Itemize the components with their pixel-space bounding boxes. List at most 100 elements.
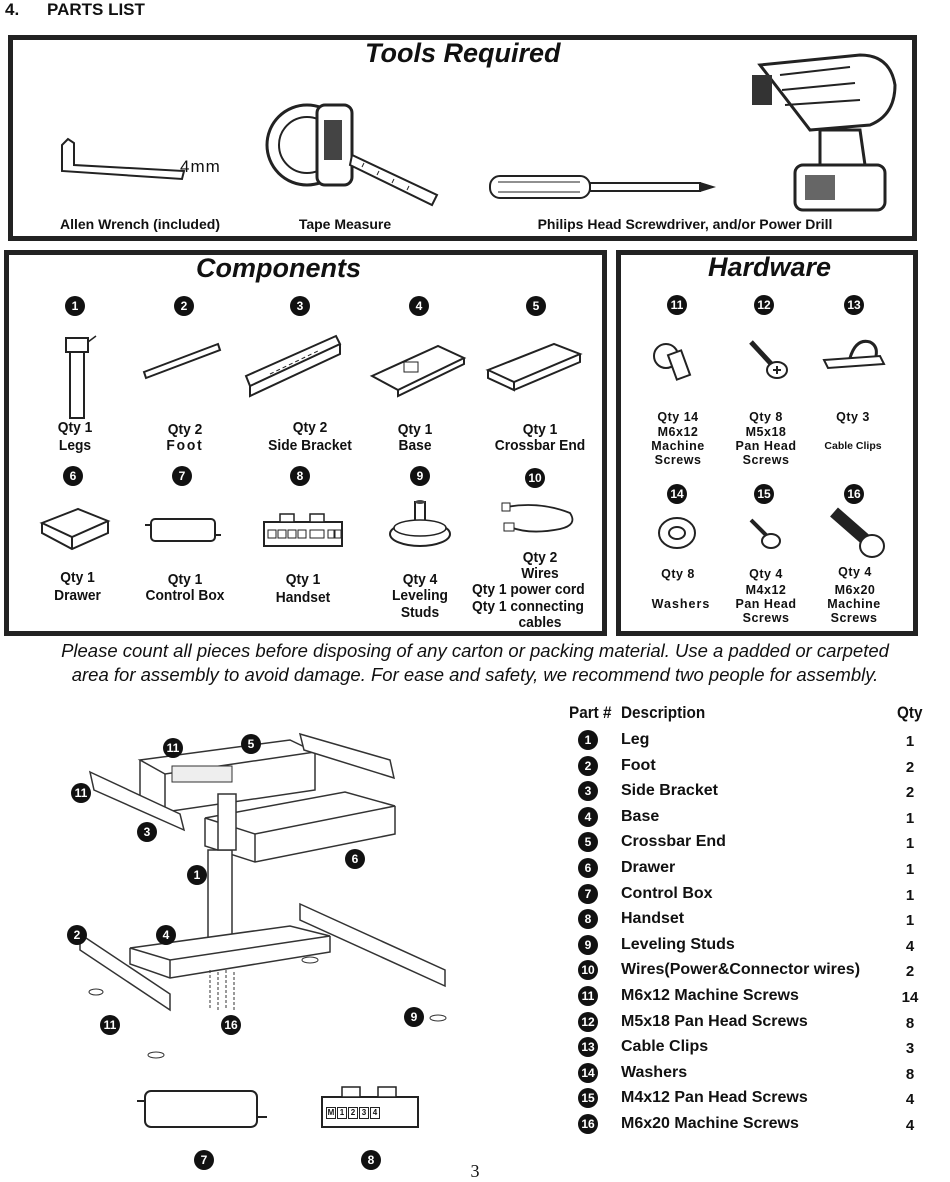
table-row-number: 11 xyxy=(578,986,598,1006)
table-row-number: 8 xyxy=(578,909,598,930)
hardware-qty-11: Qty 14 xyxy=(657,410,699,424)
tool-label-screwdriver: Philips Head Screwdriver, and/or Power D… xyxy=(537,216,833,232)
diagram-callout-16: 16 xyxy=(221,1015,241,1035)
table-row-description: Handset xyxy=(621,910,685,928)
hardware-qty-16: Qty 4 xyxy=(838,565,872,579)
diagram-callout-11c: 11 xyxy=(100,1015,120,1035)
diagram-callout-11b: 11 xyxy=(71,783,91,803)
component-qty-8: Qty 1 xyxy=(285,571,321,588)
table-row-number: 14 xyxy=(578,1062,598,1083)
table-row-qty: 1 xyxy=(905,809,915,827)
diagram-callout-3: 3 xyxy=(137,822,157,842)
table-row-description: Side Bracket xyxy=(621,782,718,800)
packing-notice: Please count all pieces before disposing… xyxy=(0,639,950,687)
notice-line-2: area for assembly to avoid damage. For e… xyxy=(71,664,879,685)
tool-label-tape: Tape Measure xyxy=(298,216,392,232)
hardware-name-14: Washers xyxy=(651,597,711,611)
tool-label-allen: Allen Wrench (included) xyxy=(60,216,220,232)
table-header-description: Description xyxy=(621,703,706,722)
component-name-4: Base xyxy=(398,437,432,454)
table-row-qty: 8 xyxy=(905,1014,915,1032)
handset-button-1: 1 xyxy=(337,1107,347,1119)
table-row-number: 13 xyxy=(578,1037,598,1058)
assembly-diagram xyxy=(79,732,447,1059)
hardware-number-15: 15 xyxy=(754,484,774,504)
table-row-description: Washers xyxy=(621,1063,688,1081)
table-row-number: 5 xyxy=(578,832,598,853)
component-qty-10: Qty 2 xyxy=(522,549,558,566)
machine-screw-m6x12-icon xyxy=(653,343,692,381)
component-number-8: 8 xyxy=(290,466,310,486)
leveling-stud-icon xyxy=(389,500,451,547)
table-row-qty: 4 xyxy=(905,937,915,955)
table-row-description: M5x18 Pan Head Screws xyxy=(621,1012,808,1030)
component-qty-1: Qty 1 xyxy=(57,419,93,436)
component-number-3: 3 xyxy=(290,296,310,316)
side-bracket-icon xyxy=(244,334,342,398)
table-row-qty: 8 xyxy=(905,1065,915,1083)
hardware-name-15: Pan Head Screws xyxy=(735,597,797,625)
hardware-qty-13: Qty 3 xyxy=(836,410,870,424)
table-row-qty: 4 xyxy=(905,1091,915,1109)
machine-screw-m6x20-icon xyxy=(830,507,885,558)
table-row-number: 7 xyxy=(578,883,598,904)
component-number-4: 4 xyxy=(409,296,429,316)
table-row-description: M4x12 Pan Head Screws xyxy=(621,1089,808,1107)
table-row-qty: 4 xyxy=(905,1117,915,1134)
diagram-callout-6: 6 xyxy=(345,849,365,869)
crossbar-end-icon xyxy=(485,342,583,392)
power-drill-icon xyxy=(752,53,897,212)
component-qty-9: Qty 4 xyxy=(402,571,438,588)
hardware-number-14: 14 xyxy=(667,484,687,504)
component-number-2: 2 xyxy=(174,296,194,316)
notice-line-1: Please count all pieces before disposing… xyxy=(61,640,889,661)
table-row-qty: 1 xyxy=(905,733,915,750)
handset-diagram: M 1 2 3 4 xyxy=(320,1085,420,1129)
table-row-description: Drawer xyxy=(621,859,676,876)
component-qty-2: Qty 2 xyxy=(167,421,203,438)
table-row-number: 12 xyxy=(578,1011,598,1032)
wires-power-cord: Qty 1 power cord xyxy=(472,581,585,598)
table-row-qty: 2 xyxy=(905,784,915,802)
table-row-number: 3 xyxy=(578,781,598,802)
component-number-9: 9 xyxy=(410,466,430,486)
diagram-callout-2: 2 xyxy=(67,925,87,945)
component-number-1: 1 xyxy=(65,296,85,316)
component-name-10: Wires xyxy=(521,565,559,582)
table-row-qty: 14 xyxy=(901,989,919,1006)
table-row-qty: 1 xyxy=(905,861,915,878)
hardware-name-12: Pan Head Screws xyxy=(735,439,797,467)
table-row-qty: 1 xyxy=(905,912,915,930)
table-row-description: Control Box xyxy=(621,884,713,902)
hardware-name-16: Machine Screws xyxy=(827,597,881,625)
hardware-number-12: 12 xyxy=(754,295,774,315)
table-row-number: 15 xyxy=(578,1088,598,1109)
component-name-8: Handset xyxy=(275,589,331,606)
component-name-5: Crossbar End xyxy=(494,437,586,454)
components-box xyxy=(4,250,607,636)
table-row-qty: 1 xyxy=(905,886,915,904)
diagram-callout-9: 9 xyxy=(404,1007,424,1027)
component-name-7: Control Box xyxy=(145,587,225,604)
table-row-description: M6x20 Machine Screws xyxy=(621,1115,799,1132)
hardware-name-11: Machine Screws xyxy=(651,439,705,467)
control-box-icon xyxy=(145,518,221,542)
component-name-1: Legs xyxy=(58,437,92,454)
hardware-size-15: M4x12 xyxy=(745,583,787,597)
hardware-number-13: 13 xyxy=(844,295,864,315)
tools-title: Tools Required xyxy=(365,38,561,68)
component-qty-3: Qty 2 xyxy=(292,419,328,436)
component-number-6: 6 xyxy=(63,466,83,486)
component-qty-5: Qty 1 xyxy=(522,421,558,438)
tools-required-box xyxy=(8,35,917,241)
hardware-number-16: 16 xyxy=(844,484,864,504)
table-row-description: Leveling Studs xyxy=(621,935,735,953)
handset-button-3: 3 xyxy=(359,1107,369,1119)
table-row-number: 10 xyxy=(578,960,598,981)
table-row-number: 9 xyxy=(578,934,598,955)
hardware-size-12: M5x18 xyxy=(745,425,787,439)
control-box-diagram xyxy=(137,1090,267,1128)
table-row-qty: 1 xyxy=(905,835,915,853)
hardware-number-11: 11 xyxy=(667,295,687,315)
table-header-qty: Qty xyxy=(897,703,923,722)
